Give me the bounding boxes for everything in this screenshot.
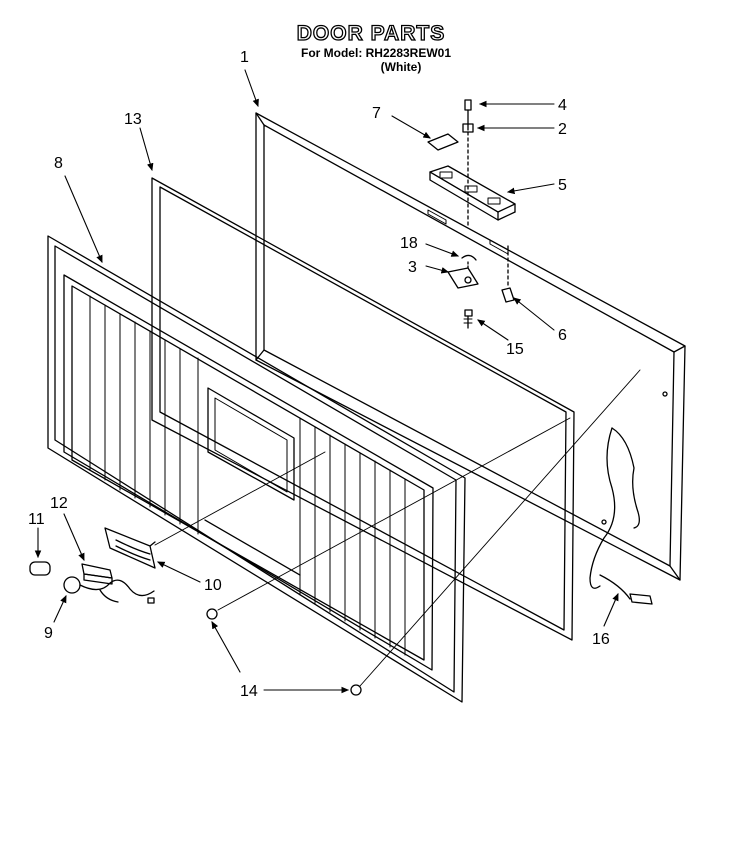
part-15-screw [463, 309, 473, 329]
callout-3: 3 [408, 259, 417, 276]
part-16-harness [589, 427, 653, 605]
part-18-clip [461, 254, 477, 271]
door-back-panel [255, 112, 686, 581]
callout-4: 4 [558, 97, 567, 114]
part-4-screw [464, 99, 472, 131]
part-6-clip [501, 245, 515, 303]
title-block: DOOR PARTS For Model: RH2283REW01 (White… [0, 21, 742, 74]
part-7-pad [427, 133, 459, 151]
callout-11: 11 [28, 511, 45, 528]
part-11-bulb [29, 561, 51, 576]
callout-8: 8 [54, 155, 63, 172]
door-front-panel [47, 235, 466, 703]
callout-5: 5 [558, 177, 567, 194]
callout-6: 6 [558, 327, 567, 344]
part-14-bumper [206, 608, 362, 696]
callout-7: 7 [372, 105, 381, 122]
part-5-bracket [429, 165, 516, 221]
model-line: For Model: RH2283REW01 [300, 46, 452, 60]
part-3-latch [447, 267, 479, 289]
callout-16: 16 [592, 631, 610, 648]
callout-1: 1 [240, 49, 249, 66]
callout-2: 2 [558, 121, 567, 138]
callout-12: 12 [50, 495, 68, 512]
callout-9: 9 [44, 625, 53, 642]
callout-10: 10 [204, 577, 222, 594]
part-2-screw [462, 123, 474, 227]
callout-13: 13 [124, 111, 142, 128]
alignment-lines [154, 369, 641, 687]
callout-15: 15 [506, 341, 524, 358]
color-line: (White) [380, 60, 422, 74]
callout-labels: 1 13 8 7 4 2 5 18 3 6 15 12 11 10 9 14 1… [28, 49, 610, 700]
part-9-socket [63, 576, 155, 604]
callout-14: 14 [240, 683, 258, 700]
callout-18: 18 [400, 235, 418, 252]
part-10-light-lens [104, 527, 156, 569]
part-12-bracket [81, 563, 113, 585]
leader-lines [34, 69, 619, 694]
page-title: DOOR PARTS [296, 21, 446, 45]
